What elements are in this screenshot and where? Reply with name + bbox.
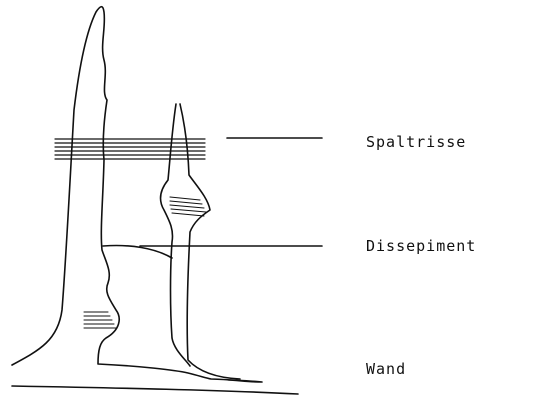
dissepiment-curve	[103, 246, 172, 259]
dissepiment-label: Dissepiment	[366, 237, 476, 255]
spaltrisse-lines	[55, 139, 205, 159]
wand-label: Wand	[366, 360, 406, 378]
left-wall-outline	[12, 7, 262, 382]
spaltrisse-label: Spaltrisse	[366, 133, 466, 151]
left-wall-hatching	[84, 312, 116, 328]
right-wall-hatching	[170, 197, 206, 216]
right-wall-outline	[161, 104, 240, 379]
base-line	[12, 386, 298, 394]
